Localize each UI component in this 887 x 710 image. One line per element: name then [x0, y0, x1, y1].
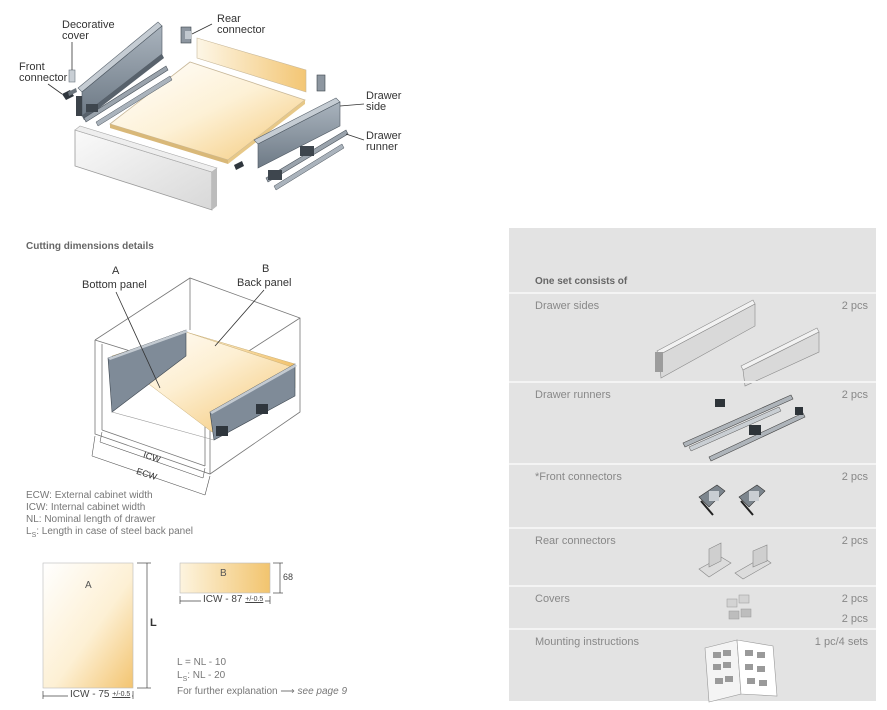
item-qty: 2 pcs [841, 389, 868, 401]
right-drawer-runner [265, 129, 349, 191]
left-drawer-runner [83, 65, 173, 127]
parts-list-panel: One set consists of Drawer sides 2 pcs D… [509, 228, 876, 703]
cabinet-right-side [209, 363, 296, 441]
list-item-covers: Covers 2 pcs 2 pcs [509, 585, 876, 630]
ecw-dimension [91, 435, 211, 496]
label-a: A [112, 265, 120, 277]
item-name: Drawer runners [535, 389, 611, 401]
item-name: Rear connectors [535, 535, 616, 547]
item-name: Drawer sides [535, 300, 600, 312]
legend-ecw: ECW: External cabinet width [26, 490, 153, 501]
exploded-leaders [47, 23, 365, 141]
item-name: *Front connectors [535, 471, 622, 483]
drawer-sides-image [655, 299, 820, 387]
covers-image [726, 594, 752, 620]
front-connectors-image [698, 484, 766, 516]
item-qty: 2 pcs [841, 535, 868, 547]
dimension-legend: ECW: External cabinet width ICW: Interna… [26, 490, 193, 542]
mounting-instructions-image [704, 639, 778, 703]
list-item-mounting-instructions: Mounting instructions 1 pc/4 sets [509, 628, 876, 703]
list-item-drawer-sides: Drawer sides 2 pcs [509, 292, 876, 387]
item-qty-secondary: 2 pcs [841, 613, 868, 625]
panel-a-width-label: ICW - 75 +/-0.5 [68, 689, 133, 700]
panel-a-label: A [85, 580, 92, 591]
legend-ls: LS: Length in case of steel back panel [26, 526, 194, 539]
front-panel-exploded [74, 125, 218, 211]
list-item-rear-connectors: Rear connectors 2 pcs [509, 527, 876, 587]
panel-b-label: B [220, 568, 227, 579]
panel-a-length-label: L [150, 617, 157, 629]
arrow-right-icon: ⟶ [280, 686, 295, 697]
icw-dimension [99, 431, 206, 479]
item-qty: 2 pcs [841, 471, 868, 483]
back-panel-leader [214, 289, 265, 347]
item-qty: 1 pc/4 sets [814, 636, 868, 648]
rear-connector-top [180, 26, 192, 44]
further-explanation: For further explanation ⟶ see page 9 [177, 686, 348, 697]
back-panel-exploded [196, 37, 307, 93]
bottom-panel-leader [115, 291, 161, 389]
rear-connector-right [316, 74, 326, 92]
front-connector-part [62, 88, 77, 100]
formula-l: L = NL - 10 [177, 657, 227, 668]
item-qty: 2 pcs [841, 593, 868, 605]
list-item-front-connectors: *Front connectors 2 pcs [509, 463, 876, 529]
left-drawer-side [76, 21, 164, 120]
panel-b-height-label: 68 [283, 572, 294, 582]
formula-ls: LS: NL - 20 [177, 670, 226, 683]
panel-a-rect [42, 562, 134, 689]
parts-list-title: One set consists of [535, 276, 628, 287]
rear-connectors-image [698, 542, 772, 580]
drawer-runners-image [682, 394, 806, 462]
item-qty: 2 pcs [841, 300, 868, 312]
right-drawer-side [253, 97, 341, 169]
back-panel-label: Back panel [237, 277, 292, 289]
see-page-link[interactable]: see page 9 [297, 686, 348, 697]
panel-b-rect [179, 562, 271, 594]
list-item-drawer-runners: Drawer runners 2 pcs [509, 381, 876, 465]
front-connector-right [234, 161, 244, 170]
bottom-panel-label: Bottom panel [82, 279, 147, 291]
cutting-dimensions-heading: Cutting dimensions details [26, 241, 154, 252]
legend-icw: ICW: Internal cabinet width [26, 502, 146, 513]
item-name: Mounting instructions [535, 636, 639, 648]
panel-b-width-label: ICW - 87 +/-0.5 [201, 594, 266, 605]
label-b: B [262, 263, 270, 275]
legend-nl: NL: Nominal length of drawer [26, 514, 156, 525]
item-name: Covers [535, 593, 570, 605]
